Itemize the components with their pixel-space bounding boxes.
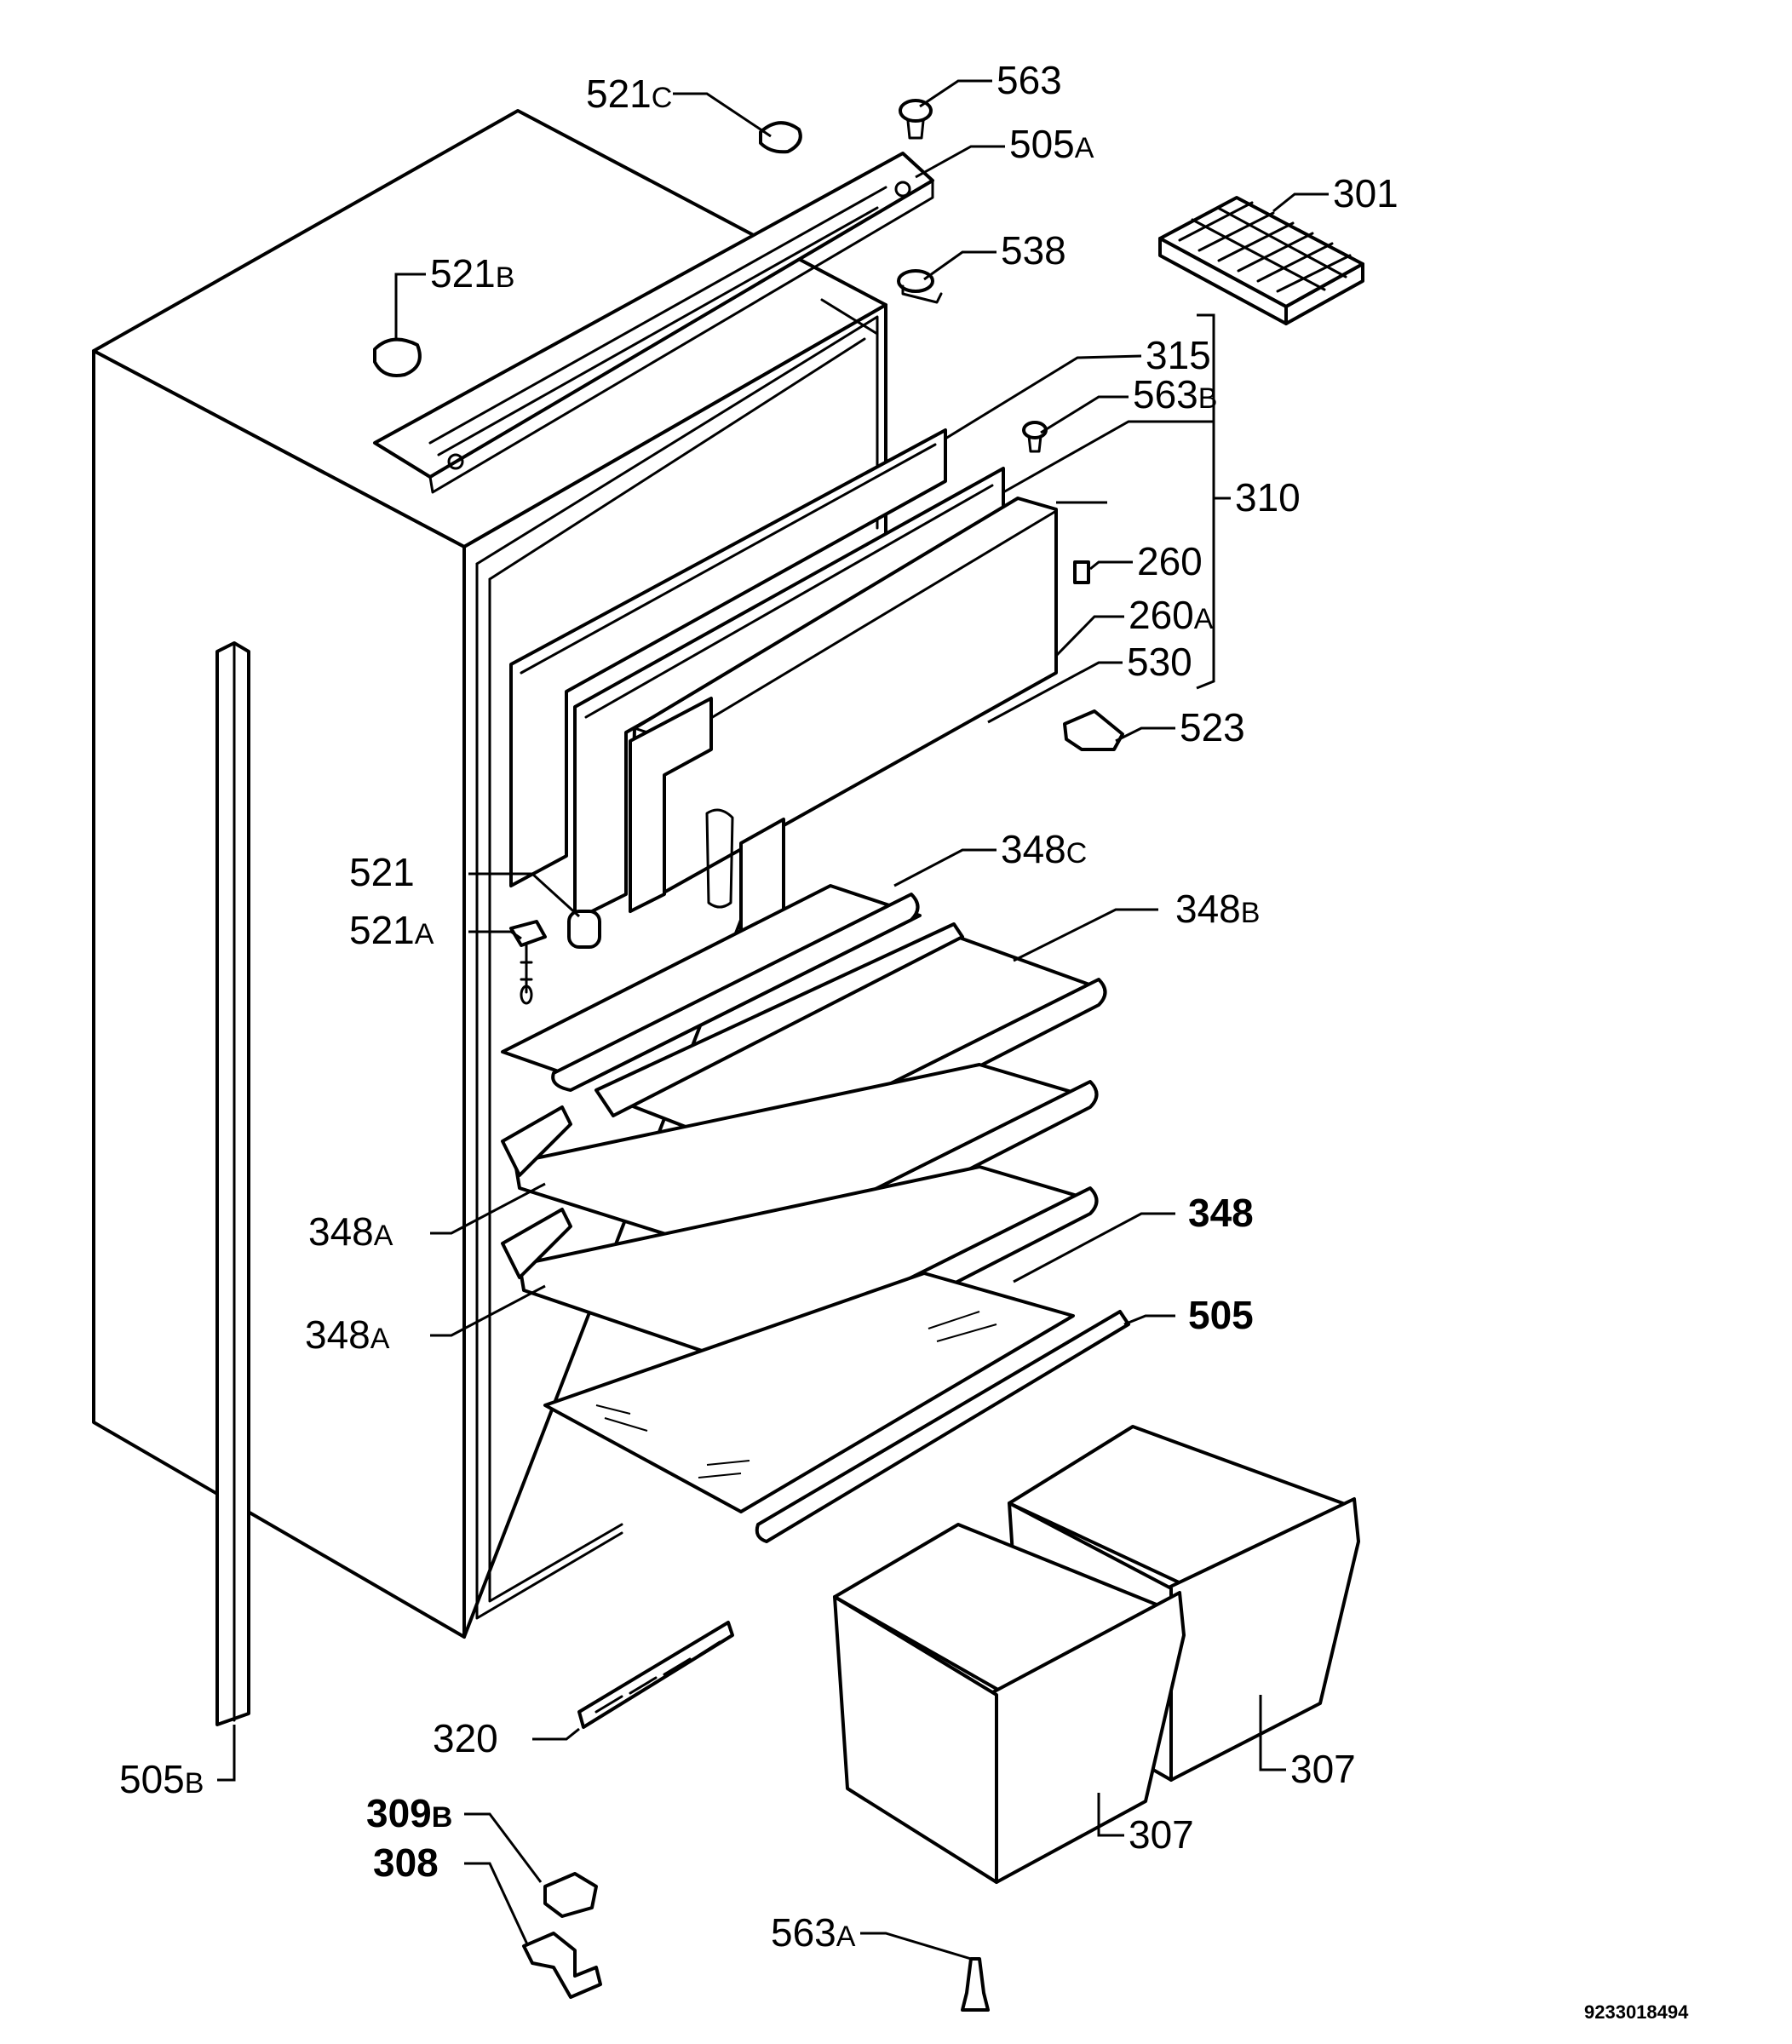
label-301: 301 [1333,171,1399,215]
label-530: 530 [1127,640,1192,684]
clip-260 [1073,560,1090,584]
label-563b: 563B [1133,372,1217,416]
label-348a-lower: 348A [305,1312,390,1357]
screw-563a [961,1957,990,2012]
part-labels: 521C 563 505A 301 538 521B 315 563B 310 … [119,58,1399,1955]
shelf-348c [501,884,922,1092]
door-gasket-315 [509,428,947,887]
bottom-vent-320 [577,1621,734,1729]
ice-tray-301 [1158,196,1364,325]
label-320: 320 [433,1716,498,1760]
hinge-pin-521a [509,920,547,1005]
label-505b: 505B [119,1757,204,1801]
cap-521b [373,337,422,377]
label-563a: 563A [771,1910,856,1955]
label-308: 308 [373,1840,439,1885]
cap-521 [567,910,601,949]
crisper-drawer-left [833,1523,1186,1884]
screw-563b [1022,421,1048,453]
pivot-538 [897,269,943,304]
label-505a: 505A [1009,122,1094,166]
label-538: 538 [1001,228,1066,273]
label-563: 563 [997,58,1062,102]
label-521b: 521B [430,251,514,296]
leader-lines [217,79,1329,1961]
label-348c: 348C [1001,827,1087,871]
label-521c: 521C [586,72,672,116]
label-348a-upper: 348A [308,1209,393,1254]
label-260: 260 [1137,539,1203,583]
shelf-348 [543,1272,1075,1513]
cap-521c [759,121,802,154]
label-307-right: 307 [1290,1747,1356,1791]
label-348b: 348B [1175,887,1260,931]
bracket-523 [1063,709,1124,751]
label-260a: 260A [1129,593,1214,637]
label-309b: 309B [366,1791,452,1835]
label-307-left: 307 [1129,1812,1194,1857]
top-hinge-bar [373,152,934,494]
label-523: 523 [1180,705,1245,749]
part-309b [543,1872,598,1918]
label-348: 348 [1188,1191,1254,1235]
part-308 [522,1932,602,1999]
front-strip-505 [755,1310,1130,1543]
pin-563 [899,99,933,140]
label-315: 315 [1146,333,1211,377]
label-521: 521 [349,850,415,894]
document-number: 9233018494 [1584,2001,1689,2023]
label-310: 310 [1235,475,1301,520]
label-505: 505 [1188,1293,1254,1337]
label-521a: 521A [349,908,434,952]
side-trim-505b [215,641,250,1726]
